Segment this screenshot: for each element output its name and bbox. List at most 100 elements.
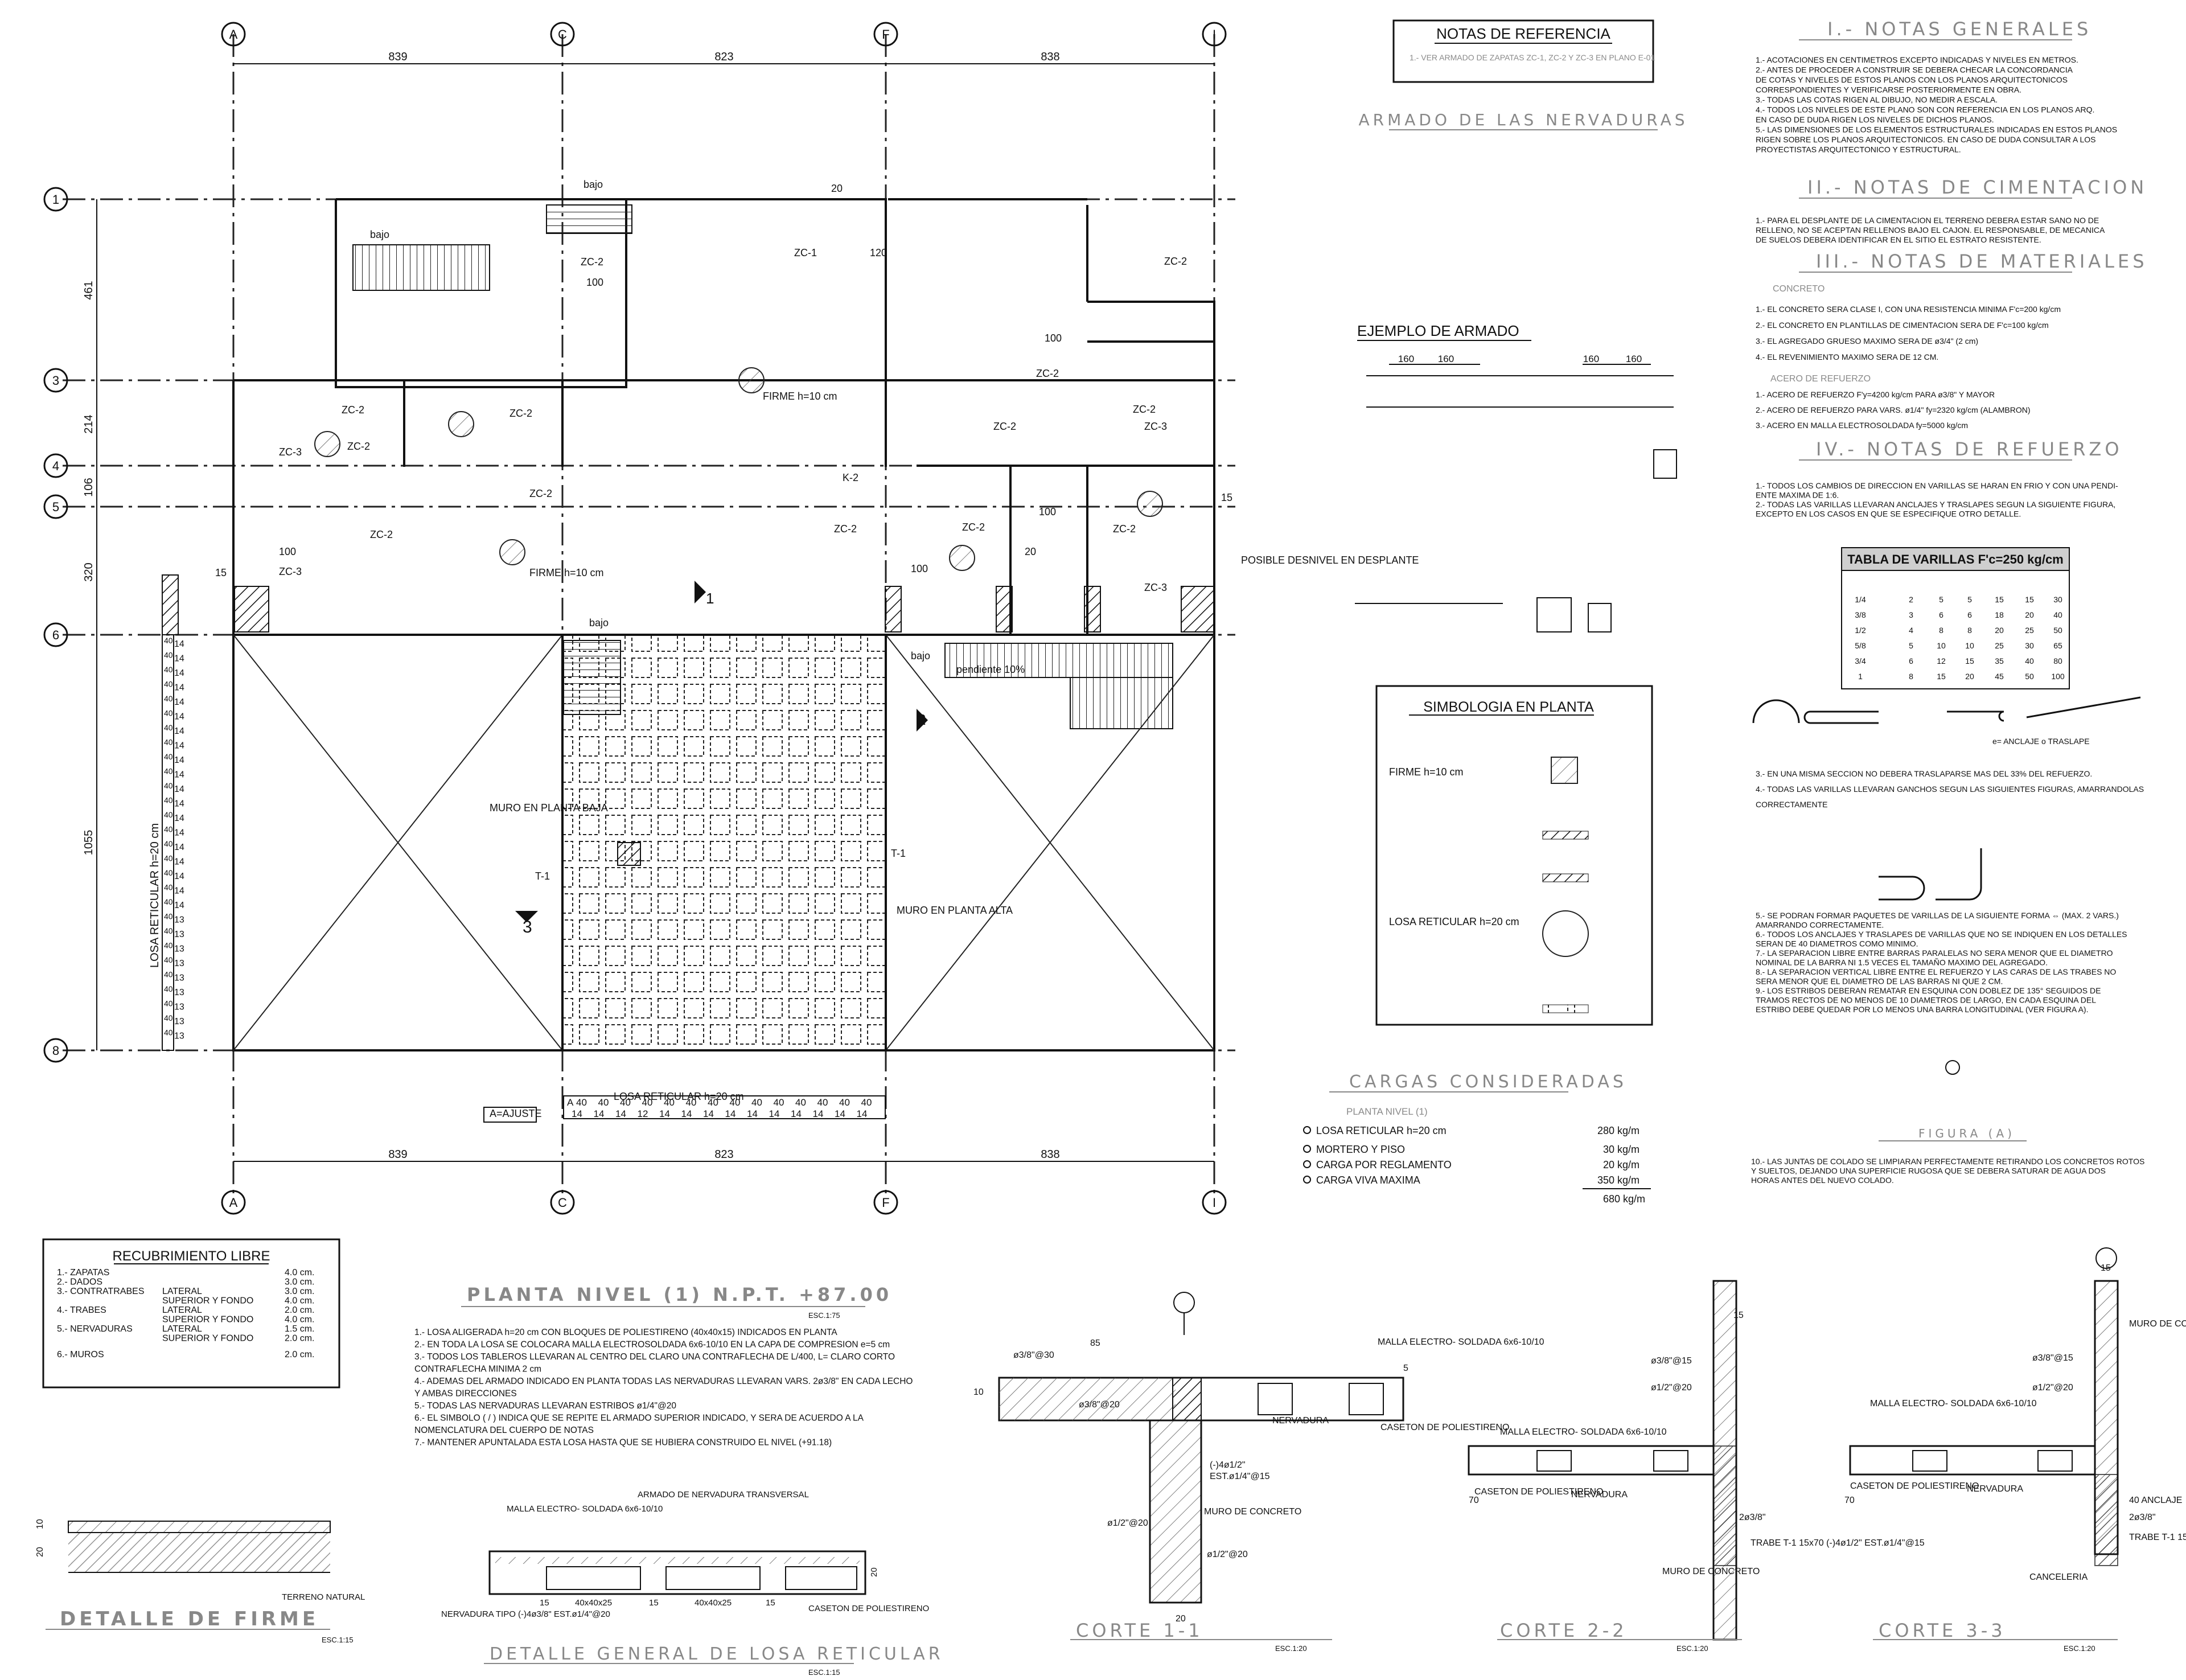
rib-label: 40	[164, 680, 173, 689]
section-label: ø3/8"@30	[1013, 1350, 1054, 1360]
rib-label: 14	[174, 814, 184, 823]
rebar-cell: 40	[2053, 610, 2062, 619]
rib-label: 12	[638, 1108, 648, 1119]
plan-number: 100	[1045, 332, 1062, 344]
rib-label: 14	[615, 1108, 626, 1119]
rib-label: 14	[174, 799, 184, 809]
rebar-cell: 1	[1858, 672, 1863, 681]
rib-label: 40	[164, 665, 173, 674]
section-label: ø3/8"@15	[1651, 1356, 1692, 1366]
rebar-cell: 5	[1909, 641, 1913, 650]
note-line: 9.- LOS ESTRIBOS DEBERAN REMATAR EN ESQU…	[1756, 986, 2101, 995]
rib-label: 14	[725, 1108, 736, 1119]
rebar-cell: 15	[2025, 595, 2034, 604]
rib-label: 40	[795, 1097, 806, 1108]
rib-label: 40	[642, 1097, 653, 1108]
section-label: CASETON DE POLIESTIRENO	[1850, 1481, 1979, 1491]
note-line: 1.- ACOTACIONES EN CENTIMETROS EXCEPTO I…	[1756, 55, 2078, 64]
rib-label: 40	[164, 1013, 173, 1022]
section-1-1: ø3/8"@3085ø3/8"@20(-)4ø1/2"EST.ø1/4"@15N…	[973, 1292, 1544, 1653]
rebar-cell: 4	[1909, 626, 1913, 635]
loads-subtitle: PLANTA NIVEL (1)	[1346, 1106, 1428, 1117]
rib-column-left	[162, 634, 174, 1051]
grid-label: 6	[52, 628, 59, 642]
loads-table: CARGAS CONSIDERADAS PLANTA NIVEL (1) LOS…	[1303, 1072, 1651, 1205]
rib-label: 13	[174, 944, 184, 954]
cover-element: 1.- ZAPATAS	[57, 1268, 109, 1278]
cover-value: 3.0 cm.	[285, 1278, 314, 1287]
dimension: 461	[83, 281, 95, 299]
example-dim: 160	[1438, 354, 1454, 364]
rib-label: 40	[164, 709, 173, 718]
firme-scale: ESC.1:15	[322, 1636, 354, 1644]
firme-dim: 20	[35, 1547, 45, 1557]
detail-dim: 15	[766, 1598, 775, 1608]
section-label: 70	[1844, 1496, 1855, 1505]
section-3-title: CORTE 3-3	[1879, 1620, 2006, 1641]
dimension: 838	[1041, 51, 1059, 63]
slab-label: LOSA RETICULAR h=20 cm	[149, 823, 161, 968]
note-line: CORRECTAMENTE	[1756, 800, 1828, 809]
rib-label: 40	[164, 752, 173, 761]
note-line: AMARRANDO CORRECTAMENTE.	[1756, 921, 1884, 930]
note-line: 3.- EL AGREGADO GRUESO MAXIMO SERA DE ø3…	[1756, 336, 1978, 346]
rib-label: 14	[174, 770, 184, 780]
section-label: ø3/8"@20	[1079, 1400, 1120, 1410]
note-line: 2.- ANTES DE PROCEDER A CONSTRUIR SE DEB…	[1756, 65, 2073, 75]
rib-label: 40	[751, 1097, 762, 1108]
rib-label: 14	[174, 872, 184, 881]
slab-note-line: 6.- EL SIMBOLO ( / ) INDICA QUE SE REPIT…	[414, 1414, 864, 1423]
rib-label: 40	[164, 825, 173, 834]
plan-number: 20	[831, 183, 843, 194]
slab-note-line: Y AMBAS DIRECCIONES	[414, 1389, 517, 1399]
plan-title: PLANTA NIVEL (1) N.P.T. +87.00	[467, 1284, 892, 1305]
footing-label: ZC-2	[1133, 404, 1156, 415]
beam-label: T-1	[535, 870, 550, 882]
cover-element: 5.- NERVADURAS	[57, 1324, 133, 1334]
rebar-cell: 15	[1937, 672, 1946, 681]
columns	[162, 574, 1215, 635]
rib-label: 40	[861, 1097, 872, 1108]
cover-element: 4.- TRABES	[57, 1305, 106, 1315]
cover-value: 3.0 cm.	[285, 1287, 314, 1296]
section-2-title: CORTE 2-2	[1500, 1620, 1628, 1641]
section-2-scale: ESC.1:20	[1677, 1644, 1708, 1653]
rib-label: 40	[686, 1097, 697, 1108]
section-label: MALLA ELECTRO- SOLDADA 6x6-10/10	[1500, 1427, 1667, 1437]
plan-number: 100	[279, 546, 296, 557]
rib-label: 14	[174, 697, 184, 707]
firme-dim: 10	[35, 1519, 45, 1529]
note-line: ESTRIBO DEBE QUEDAR POR LO MENOS UNA BAR…	[1756, 1005, 2089, 1014]
footing-label: ZC-2	[342, 404, 364, 416]
legend-title: SIMBOLOGIA EN PLANTA	[1423, 699, 1594, 715]
detail-dim: 15	[540, 1598, 549, 1608]
cover-face: SUPERIOR Y FONDO	[162, 1315, 253, 1325]
cover-value: 1.5 cm.	[285, 1324, 314, 1334]
grid-label: 1	[52, 192, 59, 207]
rebar-cell: 50	[2053, 626, 2062, 635]
rib-label: 40	[620, 1097, 631, 1108]
rib-label: 14	[174, 784, 184, 794]
section-label: TRABE T-1 15x70 (-)4ø1/2" EST.ø1/4"@15	[1751, 1538, 1925, 1548]
note-line: 5.- LAS DIMENSIONES DE LOS ELEMENTOS EST…	[1756, 125, 2117, 134]
rebar-cell: 20	[1995, 626, 2004, 635]
note-line: 6.- TODOS LOS ANCLAJES Y TRASLAPES DE VA…	[1756, 930, 2127, 939]
section-marker-2: 2	[918, 711, 926, 728]
detail-label: NERVADURA TIPO (-)4ø3/8" EST.ø1/4"@20	[441, 1609, 610, 1619]
rib-label: 14	[174, 668, 184, 678]
grid-label: 8	[52, 1044, 59, 1058]
cover-value: 2.0 cm.	[285, 1350, 314, 1359]
rib-label: 40	[164, 810, 173, 819]
slab-note-line: 5.- TODAS LAS NERVADURAS LLEVARAN ESTRIB…	[414, 1401, 676, 1411]
reference-note-1: 1.- VER ARMADO DE ZAPATAS ZC-1, ZC-2 Y Z…	[1410, 53, 1655, 62]
note-line: HORAS ANTES DEL NUEVO COLADO.	[1751, 1176, 1894, 1185]
rebar-cell: 20	[2025, 610, 2034, 619]
section-label: EST.ø1/4"@15	[1210, 1472, 1270, 1481]
desnivel-note: POSIBLE DESNIVEL EN DESPLANTE	[1241, 554, 1419, 566]
firme-detail: 10 20 TERRENO NATURAL DETALLE DE FIRME E…	[35, 1519, 365, 1644]
footing-label: ZC-2	[1036, 368, 1059, 379]
grid-label: I	[1213, 27, 1216, 42]
cover-face: LATERAL	[162, 1305, 202, 1315]
rib-label: 40	[164, 854, 173, 863]
